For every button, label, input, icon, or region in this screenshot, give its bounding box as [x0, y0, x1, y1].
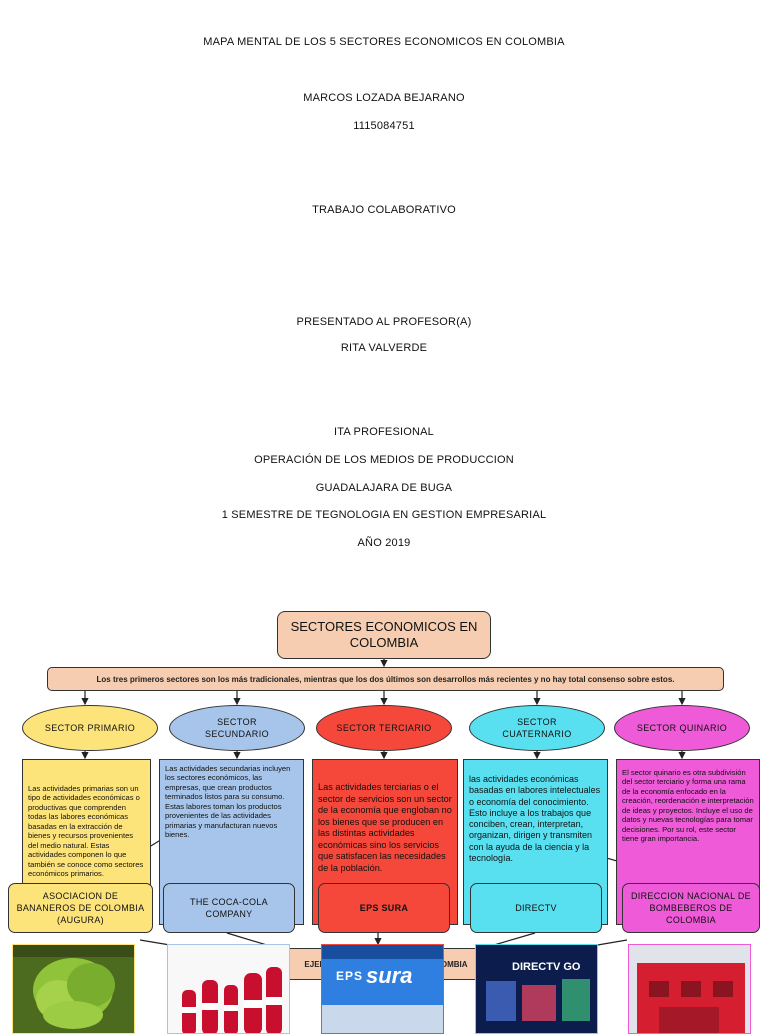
fire-station-image	[629, 945, 750, 1033]
sector-oval-terciario: SECTOR TERCIARIO	[316, 705, 452, 751]
author-name: MARCOS LOZADA BEJARANO	[303, 92, 465, 104]
course-name: OPERACIÓN DE LOS MEDIOS DE PRODUCCION	[254, 454, 514, 466]
example-box-eps-sura: EPS SURA	[318, 883, 450, 933]
teacher-name: RITA VALVERDE	[340, 342, 428, 354]
example-box-coca-cola: THE COCA-COLA COMPANY	[163, 883, 295, 933]
institution-name: ITA PROFESIONAL	[334, 426, 434, 438]
photo-eps-sura: EPS sura	[321, 944, 444, 1034]
city-name: GUADALAJARA DE BUGA	[315, 482, 453, 494]
sector-oval-primario: SECTOR PRIMARIO	[22, 705, 158, 751]
directv-go-logo-text: DIRECTV GO	[512, 961, 581, 973]
photo-directv-go: DIRECTV GO	[475, 944, 598, 1034]
sector-oval-cuaternario: SECTOR CUATERNARIO	[469, 705, 605, 751]
photo-fire-station	[628, 944, 751, 1034]
program-name: 1 SEMESTRE DE TEGNOLOGIA EN GESTION EMPR…	[221, 509, 547, 521]
directv-go-image	[476, 945, 597, 1033]
work-type: TRABAJO COLABORATIVO	[312, 204, 456, 216]
presented-to-label: PRESENTADO AL PROFESOR(A)	[296, 316, 472, 328]
mind-map-title: SECTORES ECONOMICOS EN COLOMBIA	[277, 611, 491, 659]
eps-sura-sign-image	[322, 945, 443, 1033]
author-id: 1115084751	[353, 120, 415, 132]
example-box-directv: DIRECTV	[470, 883, 602, 933]
sector-oval-secundario: SECTOR SECUNDARIO	[169, 705, 305, 751]
bananas-image	[13, 945, 134, 1033]
eps-sign-text: EPS	[336, 969, 364, 983]
sector-oval-quinario: SECTOR QUINARIO	[614, 705, 750, 751]
photo-bananas	[12, 944, 135, 1034]
document-title: MAPA MENTAL DE LOS 5 SECTORES ECONOMICOS…	[203, 36, 565, 48]
intro-note: Los tres primeros sectores son los más t…	[47, 667, 724, 691]
year-label: AÑO 2019	[357, 537, 411, 549]
example-box-augura: ASOCIACION DE BANANEROS DE COLOMBIA (AUG…	[8, 883, 153, 933]
sura-sign-text: sura	[366, 963, 413, 988]
example-box-bomberos: DIRECCION NACIONAL DE BOMBEBEROS DE COLO…	[622, 883, 760, 933]
coca-cola-bottles-image	[168, 945, 289, 1033]
photo-coca-cola	[167, 944, 290, 1034]
